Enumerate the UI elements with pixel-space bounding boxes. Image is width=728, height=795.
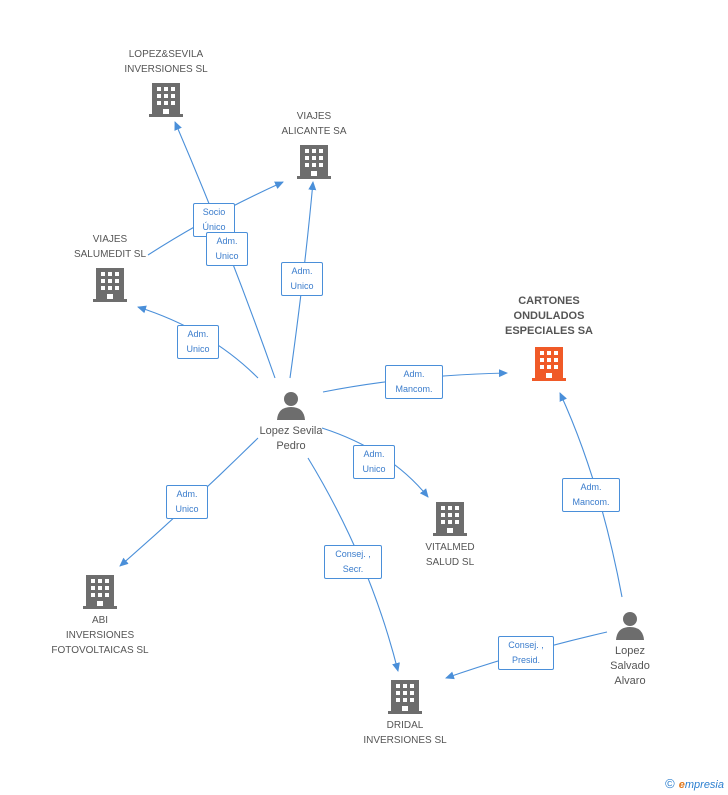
company-abi-inversiones[interactable]: ABI INVERSIONES FOTOVOLTAICAS SL (38, 573, 162, 658)
edge-label-adm-unico-viajes-alicante: Adm. Unico (281, 262, 323, 296)
copyright-icon: © (665, 776, 675, 791)
company-label: LOPEZ&SEVILA INVERSIONES SL (124, 49, 208, 75)
person-label: Lopez Salvado Alvaro (610, 645, 650, 687)
company-label: VIAJES SALUMEDIT SL (73, 234, 147, 260)
empresia-brand: ©empresia (665, 776, 724, 791)
company-dridal-inversiones[interactable]: DRIDAL INVERSIONES SL (350, 678, 460, 748)
company-cartones-ondulados[interactable]: CARTONES ONDULADOS ESPECIALES SA (486, 294, 612, 381)
person-icon (277, 392, 305, 420)
building-icon-focus (532, 347, 566, 381)
building-icon (433, 502, 467, 536)
edge-label-adm-unico-abi: Adm. Unico (166, 485, 208, 519)
edge-label-adm-mancom-pedro: Adm. Mancom. (385, 365, 443, 399)
company-viajes-salumedit[interactable]: VIAJES SALUMEDIT SL (52, 232, 168, 302)
company-label: CARTONES ONDULADOS ESPECIALES SA (504, 295, 594, 337)
edge-label-socio-unico: Socio Único (193, 203, 235, 237)
company-label: VITALMED SALUD SL (425, 542, 475, 568)
edge-label-adm-unico-viajes-salumedit: Adm. Unico (177, 325, 219, 359)
company-label: ABI INVERSIONES FOTOVOLTAICAS SL (51, 615, 149, 656)
person-label: Lopez Sevila Pedro (259, 425, 323, 452)
edge-label-adm-unico-vitalmed: Adm. Unico (353, 445, 395, 479)
person-lopez-sevila-pedro[interactable]: Lopez Sevila Pedro (246, 390, 336, 454)
company-lopez-sevila-inversiones[interactable]: LOPEZ&SEVILA INVERSIONES SL (108, 47, 224, 117)
company-label: DRIDAL INVERSIONES SL (363, 720, 447, 746)
building-icon (83, 575, 117, 609)
company-vitalmed-salud[interactable]: VITALMED SALUD SL (400, 500, 500, 570)
edge-label-adm-unico-lopez-sevila: Adm. Unico (206, 232, 248, 266)
person-icon (616, 612, 644, 640)
person-lopez-salvado-alvaro[interactable]: Lopez Salvado Alvaro (594, 610, 666, 689)
edge-label-consej-presid: Consej. , Presid. (498, 636, 554, 670)
company-viajes-alicante[interactable]: VIAJES ALICANTE SA (258, 109, 370, 179)
brand-logo-text: mpresia (684, 779, 724, 791)
brand-logo-e: e (678, 779, 685, 791)
building-icon (388, 680, 422, 714)
building-icon (149, 83, 183, 117)
building-icon (93, 268, 127, 302)
edge-label-consej-secr: Consej. , Secr. (324, 545, 382, 579)
company-label: VIAJES ALICANTE SA (281, 111, 347, 137)
building-icon (297, 145, 331, 179)
edge-label-adm-mancom-alvaro: Adm. Mancom. (562, 478, 620, 512)
